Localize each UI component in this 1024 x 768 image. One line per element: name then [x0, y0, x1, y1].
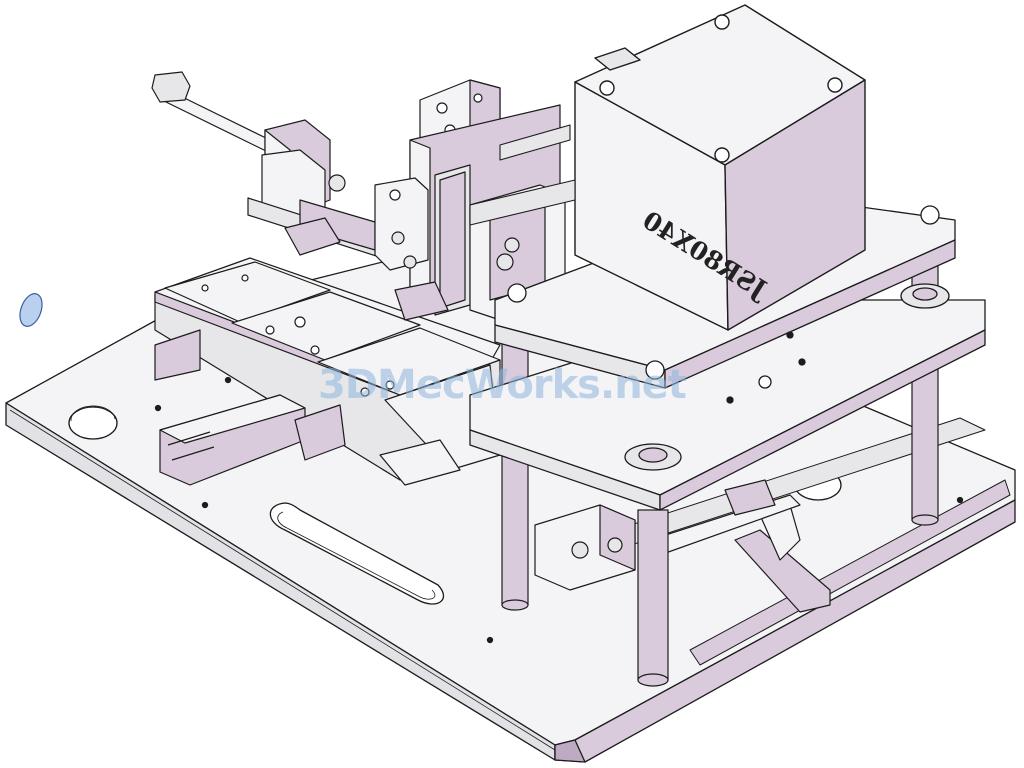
block-hole: [473, 93, 483, 103]
fixture-hole: [360, 387, 370, 397]
fixture-hole: [385, 380, 395, 390]
motor-bolt-hole: [827, 77, 843, 93]
connector-block: [394, 281, 449, 321]
table-support: [154, 329, 201, 381]
fixture-hole: [294, 316, 306, 328]
base-rail-lower: [689, 479, 1011, 666]
motor-bolt-hole: [714, 14, 730, 30]
bracket-block: [374, 177, 429, 271]
motor-connector: [594, 47, 641, 71]
guide-pillar: [911, 359, 939, 521]
bracket-screw: [403, 255, 417, 269]
wedge-guide: [734, 529, 831, 613]
fixture-plate-1: [164, 261, 331, 323]
mount-block: [294, 404, 346, 461]
motor-bolt-hole: [599, 80, 615, 96]
fixture-plate-3: [317, 327, 501, 396]
left-air-cylinder: [151, 71, 396, 263]
base-screw: [224, 376, 232, 384]
base-plate-edge-line: [9, 409, 556, 751]
block-hole: [436, 102, 448, 114]
base-screw: [201, 501, 209, 509]
motor-unit: JSR80X40: [574, 4, 866, 331]
base-slot: [269, 502, 445, 605]
fixture-hole: [201, 284, 209, 292]
base-screw: [154, 404, 162, 412]
platen-hole: [726, 396, 734, 404]
base-screw: [486, 636, 494, 644]
front-cylinder-top: [159, 394, 306, 444]
fixture-hole: [265, 325, 275, 335]
base-corner-chamfer: [554, 739, 586, 763]
bracket-plate: [469, 179, 576, 226]
platen-hole: [798, 358, 806, 366]
hex-fitting: [571, 541, 589, 559]
fixture-hole: [241, 274, 249, 282]
bracket-plate: [499, 124, 571, 161]
fixture-hole: [310, 345, 320, 355]
lower-platen-side: [659, 329, 986, 511]
blue-marker-left: [19, 293, 43, 327]
rod-end-nut: [151, 71, 191, 103]
upper-hardware: [469, 124, 576, 226]
motor-bolt-hole: [714, 147, 730, 163]
roller: [504, 237, 520, 253]
hex-fitting: [607, 537, 623, 553]
cam-plate-mauve: [439, 171, 466, 309]
guide-pillar: [501, 334, 529, 606]
platen-hole: [758, 375, 772, 389]
front-right-mechanism: [534, 479, 831, 613]
roller: [496, 253, 514, 271]
top-plate-side: [664, 239, 956, 389]
small-connector: [724, 479, 776, 516]
base-hole: [68, 406, 118, 440]
fixture-plate-2: [231, 291, 421, 361]
plate-hole: [786, 331, 794, 339]
base-screw: [956, 496, 964, 504]
plate-hole: [645, 360, 665, 380]
bracket-screw: [391, 231, 405, 245]
plate-hole: [507, 283, 527, 303]
fitting: [328, 174, 346, 192]
cylinder-rod: [167, 431, 211, 446]
bracket-screw: [389, 189, 401, 201]
cylinder-rod: [171, 446, 215, 461]
guide-pillar: [637, 509, 669, 681]
mech-block-side: [599, 504, 636, 571]
slider-block: [379, 439, 461, 486]
plate-hole: [920, 205, 940, 225]
motor-side: [724, 79, 866, 331]
connector-block: [284, 217, 341, 256]
front-left-cylinder: [159, 394, 461, 486]
